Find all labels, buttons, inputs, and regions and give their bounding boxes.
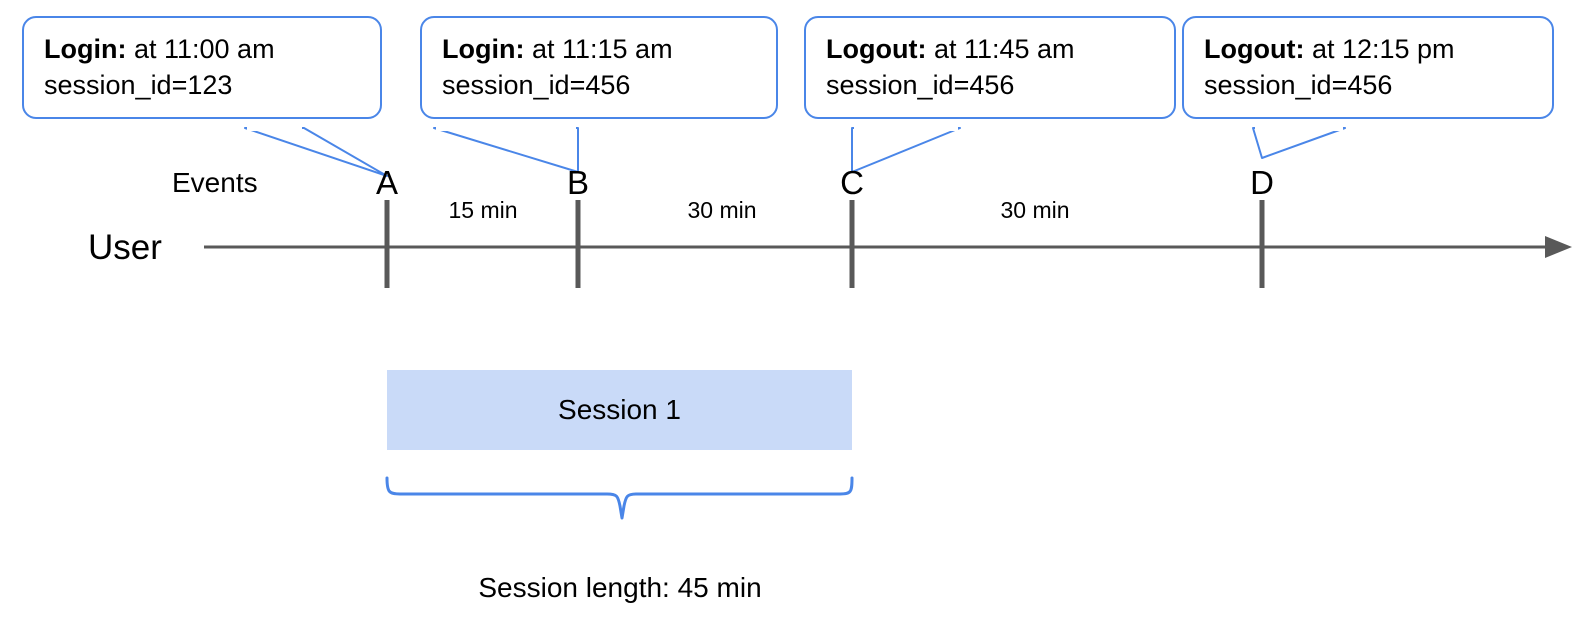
event-callout-c: Logout: at 11:45 am session_id=456: [804, 16, 1176, 120]
callout-c-session-id: session_id=456: [826, 69, 1015, 100]
callout-a-time: at 11:00 am: [126, 34, 275, 64]
callout-a-event-type: Login:: [44, 34, 127, 64]
session-length-label: Session length: 45 min: [478, 572, 762, 603]
lane-label-events: Events: [172, 167, 258, 198]
callout-c-event-type: Logout:: [826, 34, 927, 64]
callout-d-line1: Logout: at 12:15 pm: [1204, 32, 1534, 68]
callout-b-time: at 11:15 am: [524, 34, 673, 64]
callout-tail-a: [244, 127, 388, 177]
callout-d-session-id: session_id=456: [1204, 69, 1393, 100]
callout-d-event-type: Logout:: [1204, 34, 1305, 64]
callout-b-line1: Login: at 11:15 am: [442, 32, 758, 68]
callout-tail-c: [851, 127, 961, 173]
event-marker-c: C: [840, 164, 864, 201]
lane-label-user: User: [88, 228, 162, 267]
event-marker-d: D: [1250, 164, 1274, 201]
session-bar: Session 1: [387, 370, 852, 450]
session-bar-label: Session 1: [558, 394, 681, 425]
event-marker-a: A: [375, 164, 399, 201]
session-span-brace: [385, 476, 854, 520]
callout-b-session-id: session_id=456: [442, 69, 631, 100]
event-marker-b: B: [566, 164, 590, 201]
callout-tail-d: [1252, 127, 1346, 159]
timeline-arrowhead: [1545, 236, 1572, 258]
callout-c-time: at 11:45 am: [926, 34, 1075, 64]
callout-a-line1: Login: at 11:00 am: [44, 32, 362, 68]
interval-label-a-b: 15 min: [448, 197, 518, 223]
interval-label-c-d: 30 min: [1000, 197, 1070, 223]
interval-label-b-c: 30 min: [687, 197, 757, 223]
callout-c-line1: Logout: at 11:45 am: [826, 32, 1156, 68]
tail-d-join-mask: [1255, 124, 1343, 131]
tail-c-join-mask: [854, 124, 958, 131]
callout-a-session-id: session_id=123: [44, 69, 233, 100]
callout-tail-b: [433, 127, 579, 173]
event-callout-a: Login: at 11:00 am session_id=123: [22, 16, 382, 120]
event-callout-d: Logout: at 12:15 pm session_id=456: [1182, 16, 1554, 120]
callout-b-event-type: Login:: [442, 34, 525, 64]
tail-a-join-mask: [247, 124, 302, 131]
event-callout-b: Login: at 11:15 am session_id=456: [420, 16, 778, 120]
tail-b-join-mask: [436, 124, 576, 131]
callout-d-time: at 12:15 pm: [1304, 34, 1455, 64]
